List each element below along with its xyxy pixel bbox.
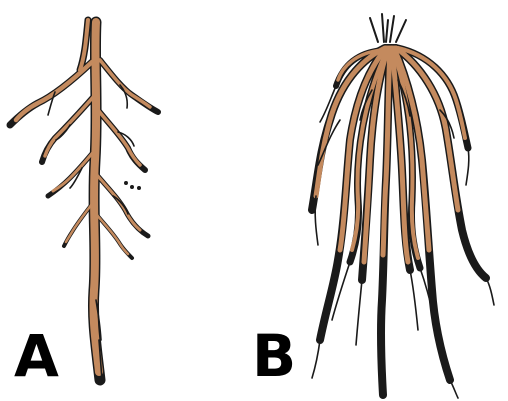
root-speck — [131, 186, 133, 188]
stem-tuft — [390, 16, 394, 42]
stem-tuft — [396, 20, 406, 42]
fibrous-root-diagram — [312, 14, 494, 398]
lateral-root — [97, 215, 128, 254]
rootlet — [486, 278, 494, 305]
rootlet — [450, 380, 458, 398]
stem-tuft — [370, 18, 378, 42]
root-speck — [125, 182, 127, 184]
rootlet — [312, 340, 320, 378]
lateral-root-outline — [100, 60, 158, 112]
panel-label-b: B — [252, 322, 296, 390]
root-speck — [138, 187, 140, 189]
rootlet — [410, 270, 418, 330]
panel-label-a: A — [14, 322, 59, 390]
stem-tuft — [382, 14, 384, 42]
lateral-root — [98, 110, 140, 165]
stem-tuft — [386, 20, 388, 42]
rootlet — [356, 280, 362, 345]
rootlet — [466, 148, 469, 185]
lateral-root — [100, 60, 150, 107]
